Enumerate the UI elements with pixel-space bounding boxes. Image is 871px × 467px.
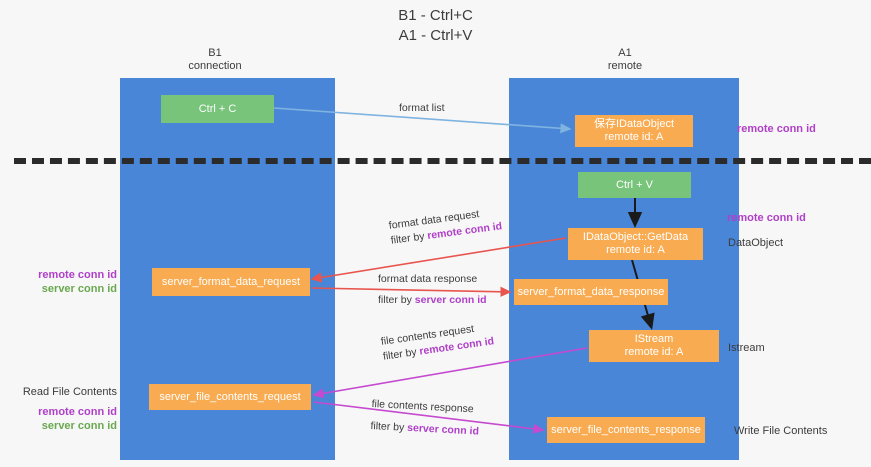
- label-read-file-contents-group: Read File Contents remote conn id server…: [22, 385, 117, 433]
- node-idataobject-getdata[interactable]: IDataObject::GetData remote id: A: [568, 228, 703, 260]
- title-line-2: A1 - Ctrl+V: [398, 27, 473, 44]
- lane-header-b1: B1 connection: [145, 47, 285, 73]
- phase-divider: [14, 158, 871, 164]
- lane-b1-role: connection: [188, 60, 242, 72]
- node-save-idataobject-line1: 保存IDataObject: [593, 118, 675, 130]
- lane-a1-role: remote: [607, 60, 643, 72]
- edge-format-data-response-prefix: filter by: [378, 294, 415, 306]
- node-getdata-line1: IDataObject::GetData: [582, 231, 689, 243]
- node-getdata-line2: remote id: A: [606, 244, 665, 256]
- label-write-file-contents: Write File Contents: [734, 425, 828, 437]
- label-remote-conn-id-left-2: remote conn id: [38, 406, 117, 418]
- page-title: B1 - Ctrl+C A1 - Ctrl+V: [0, 6, 871, 46]
- lane-a1-name: A1: [618, 47, 632, 59]
- label-remote-conn-id-top: remote conn id: [737, 123, 816, 135]
- node-istream[interactable]: IStream remote id: A: [589, 330, 719, 362]
- edge-label-format-list: format list: [399, 102, 445, 114]
- node-server-file-contents-request[interactable]: server_file_contents_request: [149, 384, 311, 410]
- label-read-file-contents: Read File Contents: [22, 386, 117, 398]
- node-server-file-contents-response[interactable]: server_file_contents_response: [547, 417, 705, 443]
- node-save-idataobject-line2: remote id: A: [604, 131, 664, 143]
- edge-label-file-contents-request: file contents request filter by remote c…: [380, 319, 495, 364]
- edge-format-data-response-line1: format data response: [378, 273, 478, 285]
- edge-format-data-response-key: server conn id: [414, 294, 487, 306]
- label-left-conn-ids: remote conn id server conn id: [22, 268, 117, 296]
- lane-header-a1: A1 remote: [545, 47, 705, 73]
- edge-file-contents-response-key: server conn id: [406, 421, 480, 438]
- node-istream-line2: remote id: A: [624, 346, 684, 358]
- label-istream: Istream: [728, 342, 765, 354]
- edge-file-contents-response-line1: file contents response: [371, 397, 474, 416]
- node-server-format-data-request[interactable]: server_format_data_request: [152, 268, 310, 296]
- node-server-file-contents-request-label: server_file_contents_request: [159, 390, 301, 403]
- node-ctrl-c[interactable]: Ctrl + C: [161, 95, 274, 123]
- node-server-format-data-response-label: server_format_data_response: [517, 285, 665, 298]
- node-save-idataobject[interactable]: 保存IDataObject remote id: A: [575, 115, 693, 147]
- edge-file-contents-request-prefix: filter by: [382, 345, 421, 363]
- label-remote-conn-id-mid: remote conn id: [727, 212, 806, 224]
- edge-label-file-contents-response: file contents response filter by server …: [370, 397, 480, 440]
- node-ctrl-c-label: Ctrl + C: [198, 102, 237, 115]
- node-istream-line1: IStream: [634, 333, 674, 345]
- label-remote-conn-id-left: remote conn id: [38, 269, 117, 281]
- node-ctrl-v[interactable]: Ctrl + V: [578, 172, 691, 198]
- label-dataobject: DataObject: [728, 237, 784, 249]
- edge-label-format-data-response: format data response filter by server co…: [378, 272, 487, 308]
- node-server-format-data-request-label: server_format_data_request: [161, 275, 301, 288]
- lane-b1-name: B1: [208, 47, 222, 59]
- node-server-format-data-response[interactable]: server_format_data_response: [514, 279, 668, 305]
- title-line-1: B1 - Ctrl+C: [398, 7, 473, 24]
- label-server-conn-id-left-2: server conn id: [41, 420, 117, 432]
- edge-label-format-data-request: format data request filter by remote con…: [388, 204, 503, 248]
- node-server-file-contents-response-label: server_file_contents_response: [551, 423, 701, 436]
- edge-format-data-request-prefix: filter by: [390, 230, 429, 247]
- label-server-conn-id-left: server conn id: [41, 283, 117, 295]
- edge-file-contents-response-prefix: filter by: [370, 419, 408, 434]
- node-ctrl-v-label: Ctrl + V: [616, 178, 653, 191]
